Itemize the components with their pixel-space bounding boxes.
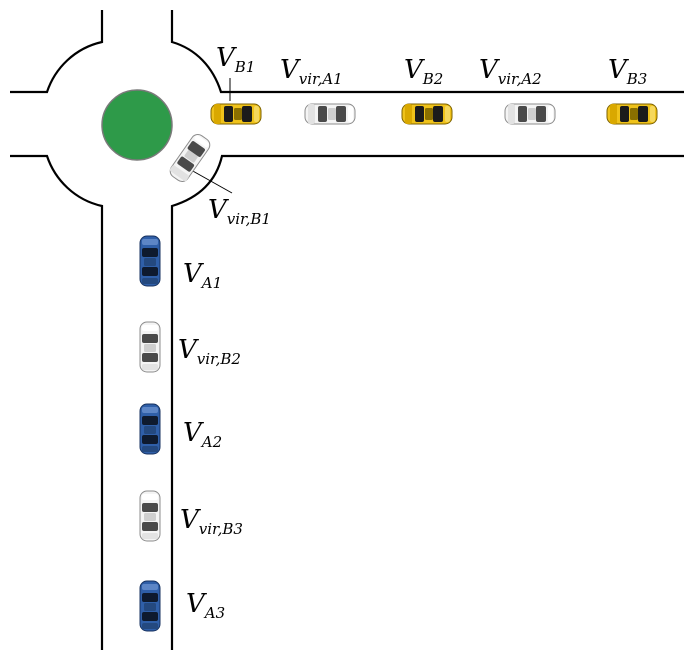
road-edge-lower-left xyxy=(10,154,104,650)
label-va3: VA3 xyxy=(186,589,225,622)
label-vvir-b2: Vvir,B2 xyxy=(178,335,241,368)
vehicle-vvir-a1 xyxy=(304,103,356,125)
label-vvir-a2: Vvir,A2 xyxy=(479,55,542,88)
vehicle-vvir-b2 xyxy=(139,321,161,373)
label-vb2: VB2 xyxy=(404,55,443,88)
label-vb1: VB1 xyxy=(216,43,255,76)
label-vvir-a1: Vvir,A1 xyxy=(280,55,343,88)
vehicle-vb3 xyxy=(606,103,658,125)
road-edges xyxy=(10,10,684,650)
vehicle-vvir-a2 xyxy=(504,103,556,125)
label-va2: VA2 xyxy=(183,418,222,451)
vehicle-va3 xyxy=(139,580,161,632)
vehicle-va2 xyxy=(139,403,161,455)
label-vvir-b1: Vvir,B1 xyxy=(208,195,271,228)
vehicle-vb2 xyxy=(401,103,453,125)
vehicle-vvir-b3 xyxy=(139,490,161,542)
road-edge-upper-left xyxy=(10,10,104,94)
label-vvir-b3: Vvir,B3 xyxy=(180,505,243,538)
vehicle-va1 xyxy=(139,235,161,287)
leader-line-vvirb1 xyxy=(190,169,233,194)
roundabout-island xyxy=(101,89,173,161)
road-edge-lower-right xyxy=(170,154,684,650)
label-vb3: VB3 xyxy=(608,55,647,88)
road-edge-upper-right xyxy=(170,10,684,94)
vehicle-vb1 xyxy=(210,103,262,125)
label-va1: VA1 xyxy=(183,259,222,292)
vehicle-vvir-b1 xyxy=(166,131,214,185)
